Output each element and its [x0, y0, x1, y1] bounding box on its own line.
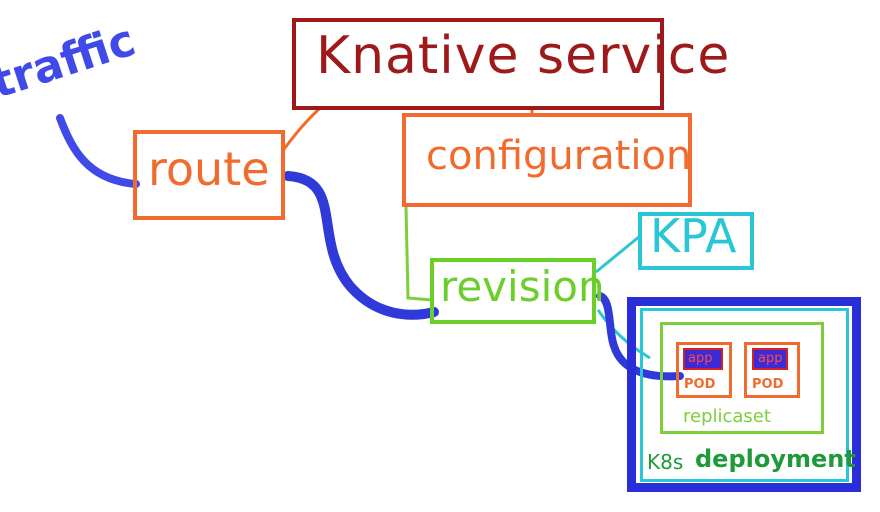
app-label: app [688, 351, 713, 366]
connector-service-route [280, 106, 322, 153]
pod-label: POD [752, 377, 784, 392]
traffic-wire [56, 114, 140, 188]
pod-label: POD [684, 377, 716, 392]
revision-label: revision [440, 262, 605, 311]
k8s-label: K8s [647, 450, 684, 474]
knative-service-box [292, 18, 664, 110]
kpa-box [638, 212, 754, 270]
kpa-label: KPA [650, 209, 737, 263]
configuration-label: configuration [426, 133, 692, 179]
route-box [133, 130, 285, 220]
configuration-box [402, 113, 692, 207]
revision-box [430, 258, 596, 324]
k8s-deployment-box [627, 297, 861, 492]
route-label: route [148, 142, 270, 196]
deployment-label: deployment [695, 445, 856, 473]
app-label: app [758, 351, 783, 366]
app-container-box [752, 348, 788, 370]
connector-revision-deployment [596, 309, 651, 360]
replicaset-label: replicaset [683, 406, 771, 427]
app-container-box [683, 348, 723, 370]
traffic-wire-route-revision [283, 171, 439, 320]
connector-revision-kpa [595, 234, 641, 274]
k8s-deployment-inner-border [640, 308, 849, 482]
pod-box [676, 342, 732, 398]
connector-configuration-revision [404, 206, 433, 302]
replicaset-box [660, 322, 824, 434]
traffic-wire-revision-pod [596, 292, 684, 381]
pod-box [744, 342, 800, 398]
knative-service-label: Knative service [316, 26, 731, 86]
